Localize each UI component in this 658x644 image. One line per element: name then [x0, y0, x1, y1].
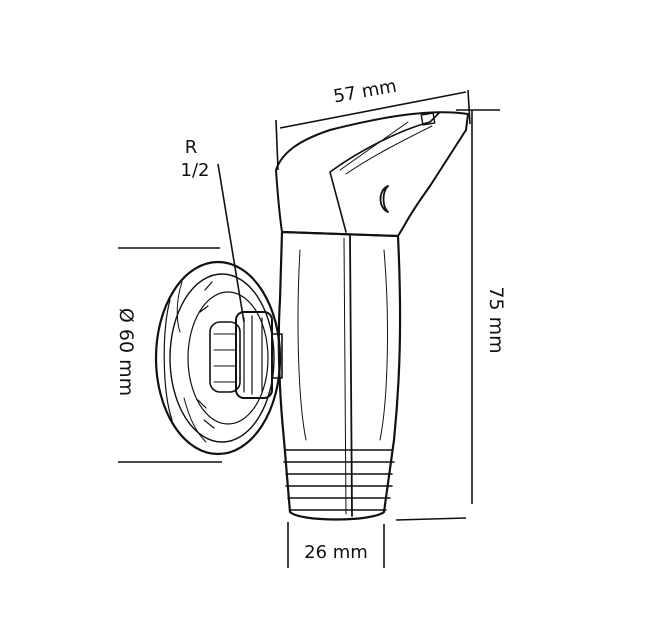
hose-tail-ribs [283, 449, 395, 511]
dimension-height-label: 75 mm [485, 286, 507, 353]
dimension-length-label: 57 mm [332, 76, 398, 108]
tap-body [277, 230, 402, 521]
lever-handle [275, 111, 469, 237]
dimension-75mm: 75 mm [395, 109, 507, 521]
dimension-width-label: 26 mm [304, 542, 368, 563]
dimension-diameter: Ø 60 mm [115, 247, 222, 463]
thread-label-line1: R [185, 137, 198, 158]
thread-callout: R 1/2 [181, 137, 245, 323]
dimension-diameter-label: Ø 60 mm [115, 308, 137, 396]
dimension-57mm: 57 mm [275, 76, 471, 171]
thread-label-line2: 1/2 [181, 160, 210, 181]
wall-flange [154, 260, 282, 456]
thread-leader-line [217, 163, 245, 323]
threaded-connector [209, 311, 283, 399]
dimension-26mm: 26 mm [287, 522, 385, 568]
